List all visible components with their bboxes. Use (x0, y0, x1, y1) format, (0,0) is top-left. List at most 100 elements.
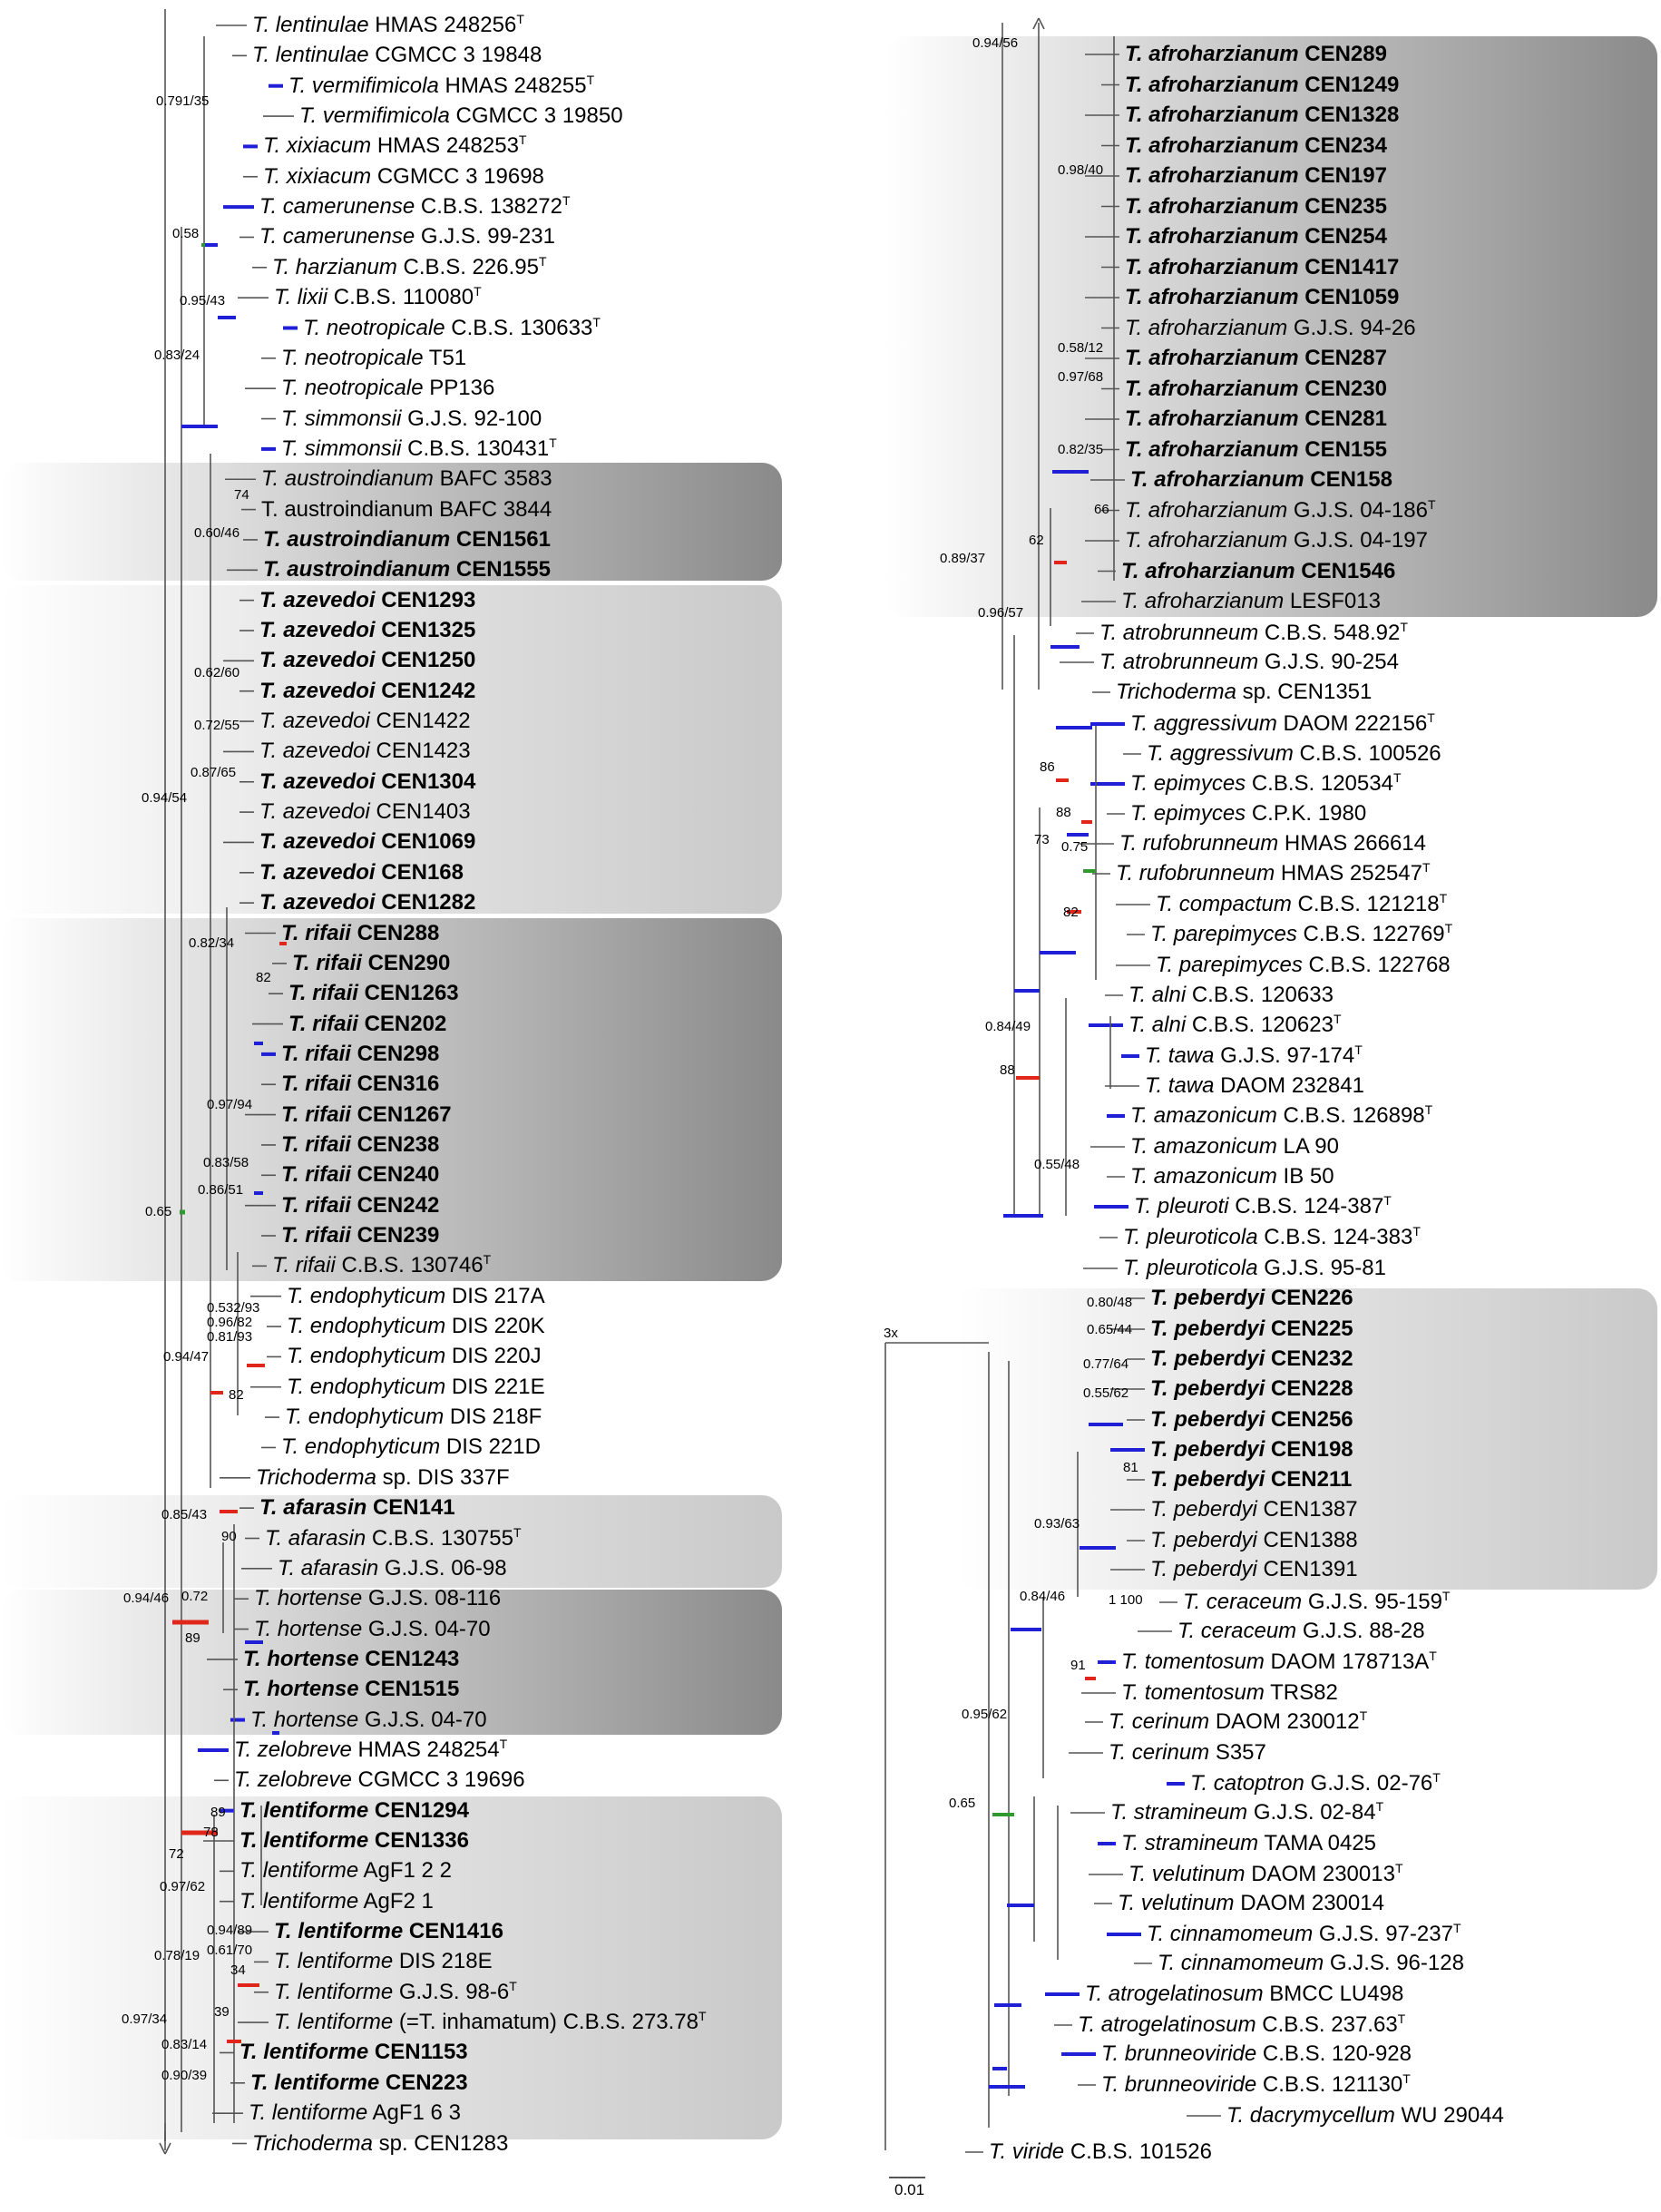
species-name: T. lentiforme (239, 2040, 369, 2065)
type-strain-mark: T (1354, 1042, 1363, 1057)
strain-id: CEN1423 (376, 739, 471, 764)
type-strain-mark: T (586, 72, 595, 87)
node-support-value: 0.96/57 (978, 605, 1024, 621)
species-name: T. azevedoi (259, 859, 376, 885)
taxon-label: T. azevedoi CEN1250 (259, 649, 475, 672)
taxon-label: T. peberdyi CEN226 (1150, 1287, 1353, 1310)
strain-id: C.B.S. 120-928 (1262, 2041, 1412, 2066)
strain-id: G.J.S. 04-70 (367, 1616, 491, 1641)
node-support-value: 0.62/60 (194, 665, 240, 680)
species-name: T. alni (1129, 983, 1187, 1007)
taxon-label: T. neotropicale PP136 (281, 377, 494, 400)
taxon-label: T. afroharzianum G.J.S. 04-186T (1125, 498, 1436, 523)
type-strain-mark: T (474, 284, 482, 299)
strain-id: DAOM 230013 (1251, 1862, 1395, 1886)
species-name: T. pleuroti (1134, 1194, 1229, 1219)
species-name: T. peberdyi (1150, 1467, 1265, 1492)
taxon-label: T. hortense G.J.S. 04-70 (254, 1616, 491, 1641)
type-strain-mark: T (1412, 1224, 1421, 1238)
taxon-label: T. lentiforme DIS 218E (274, 1950, 493, 1973)
taxon-label: T. austroindianum CEN1555 (263, 558, 551, 582)
node-support-value: 0.95/43 (180, 293, 226, 308)
clade-highlight (0, 1590, 782, 1735)
node-support-value: 0.95/62 (962, 1707, 1008, 1722)
strain-id: CEN232 (1270, 1346, 1353, 1371)
strain-id: HMAS 266614 (1284, 831, 1426, 856)
clade-highlight (0, 463, 782, 581)
taxon-label: T. azevedoi CEN168 (259, 859, 464, 885)
node-support-value: 0.87/65 (191, 765, 237, 780)
strain-id: CEN1546 (1301, 558, 1396, 583)
branch (164, 2142, 171, 2155)
taxon-label: T. rifaii CEN239 (281, 1224, 439, 1248)
taxon-label: T. tawa DAOM 232841 (1145, 1074, 1364, 1098)
taxon-label: T. rifaii CEN240 (281, 1163, 439, 1187)
species-name: T. afroharzianum (1125, 132, 1299, 158)
taxon-label: T. amazonicum IB 50 (1130, 1165, 1334, 1189)
taxon-label: T. dacrymycellum WU 29044 (1226, 2104, 1504, 2128)
type-strain-mark: T (592, 314, 601, 329)
taxon-label: T. endophyticum DIS 218F (285, 1405, 542, 1429)
strain-id: C.B.S. 130431 (407, 436, 550, 461)
strain-id: C.B.S. 122769 (1303, 922, 1445, 946)
taxon-label: T. atrobrunneum C.B.S. 548.92T (1099, 621, 1408, 645)
strain-id: C.B.S. 124-383 (1264, 1225, 1413, 1249)
species-name: T. amazonicum (1130, 1134, 1277, 1159)
strain-id: CEN281 (1304, 406, 1387, 431)
strain-id: CEN1294 (374, 1797, 469, 1823)
taxon-label: T. afroharzianum CEN158 (1130, 468, 1392, 492)
taxon-label: T. pleuroticola C.B.S. 124-383T (1123, 1224, 1421, 1249)
taxon-label: T. peberdyi CEN228 (1150, 1377, 1353, 1401)
taxon-label: T. austroindianum BAFC 3844 (261, 497, 552, 522)
node-support-value: 0.83/24 (154, 347, 200, 363)
node-support-value: 1 100 (1109, 1592, 1143, 1608)
strain-id: DIS 217A (451, 1283, 545, 1308)
taxon-label: T. afroharzianum CEN1328 (1125, 103, 1399, 127)
strain-id: C.B.S. 237.63 (1262, 2012, 1398, 2037)
species-name: T. neotropicale (281, 345, 424, 370)
strain-id: G.J.S. 04-197 (1293, 528, 1428, 553)
taxon-label: T. afroharzianum CEN230 (1125, 377, 1387, 401)
taxon-label: T. peberdyi CEN225 (1150, 1317, 1353, 1341)
taxon-label: T. lentiforme G.J.S. 98-6T (274, 1980, 517, 2004)
strain-id: CEN1515 (365, 1677, 460, 1702)
species-name: T. azevedoi (259, 618, 376, 642)
species-name: T. endophyticum (287, 1314, 446, 1339)
strain-id: DIS 218E (398, 1949, 493, 1974)
node-support-value: 0.61/70 (207, 1943, 253, 1958)
node-support-value: 0.65 (949, 1796, 976, 1811)
strain-id: CEN1282 (381, 890, 476, 915)
species-name: T. afroharzianum (1125, 42, 1299, 66)
species-name: T. ceraceum (1183, 1590, 1303, 1614)
species-name: T. cerinum (1109, 1740, 1210, 1765)
taxon-label: T. lentiforme CEN1416 (274, 1920, 503, 1943)
strain-id: CEN288 (357, 920, 440, 945)
strain-id: G.J.S. 92-100 (407, 406, 542, 431)
taxon-label: T. azevedoi CEN1069 (259, 830, 475, 854)
taxon-label: T. austroindianum BAFC 3583 (261, 467, 552, 491)
node-support-value: 91 (1070, 1658, 1086, 1673)
species-name: T. afroharzianum (1125, 315, 1288, 340)
taxon-label: T. endophyticum DIS 217A (287, 1283, 545, 1308)
node-support-value: 0.532/93 (207, 1300, 260, 1316)
species-name: T. afroharzianum (1130, 467, 1304, 492)
strain-id: CEN1328 (1304, 103, 1400, 127)
species-name: T. tomentosum (1121, 1649, 1265, 1674)
strain-id: CEN1249 (1304, 72, 1400, 97)
strain-id: AgF2 1 (363, 1888, 434, 1913)
node-support-value: 0.93/63 (1034, 1516, 1080, 1532)
strain-id: CEN1153 (374, 2040, 468, 2065)
node-support-value: 0.65/44 (1087, 1322, 1133, 1337)
species-name: T. atrogelatinosum (1078, 2012, 1256, 2037)
strain-id: CGMCC 3 19696 (357, 1767, 525, 1793)
species-name: T. afroharzianum (1125, 163, 1299, 188)
scale-bar-label: 0.01 (894, 2181, 925, 2198)
taxon-label: T. rifaii CEN202 (288, 1011, 446, 1036)
strain-id: CEN211 (1270, 1467, 1353, 1492)
branch (1032, 17, 1040, 30)
strain-id: C.B.S. 101526 (1070, 2139, 1212, 2164)
type-strain-mark: T (1439, 891, 1448, 905)
species-name: T. rifaii (288, 1011, 358, 1036)
taxon-label: T. afroharzianum G.J.S. 04-197 (1125, 529, 1428, 553)
